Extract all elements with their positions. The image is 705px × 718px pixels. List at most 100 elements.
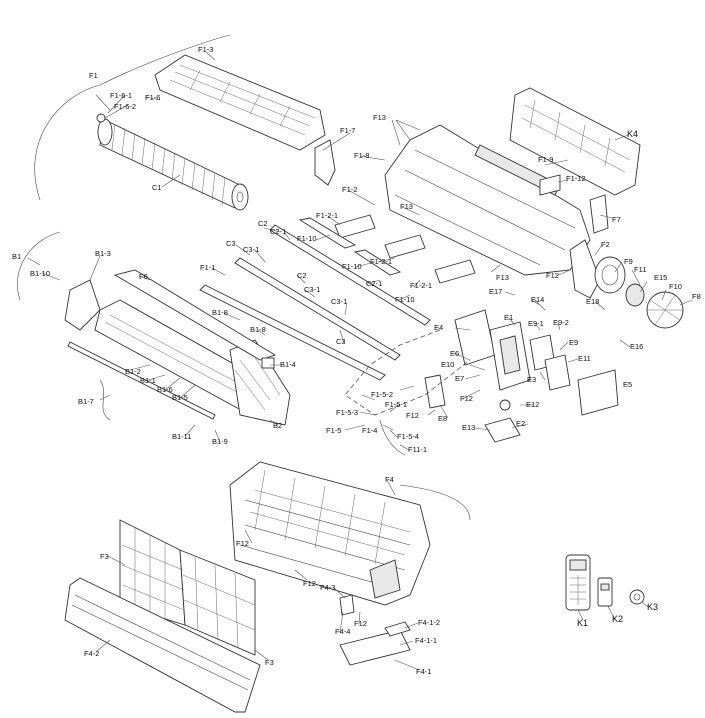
part-f1-1-rail bbox=[199, 284, 386, 381]
label-b1-1: B1-1 bbox=[140, 376, 156, 385]
label-b1-5: B1-5 bbox=[172, 393, 188, 402]
label-e2: E2 bbox=[516, 419, 525, 428]
label-f1-4: F1-4 bbox=[362, 426, 377, 435]
part-c3-rail bbox=[234, 257, 401, 361]
label-f1-5-4: F1-5-4 bbox=[397, 432, 419, 441]
label-f1-12: F1-12 bbox=[566, 174, 586, 183]
label-e11: E11 bbox=[578, 354, 591, 363]
label-f12a: F12 bbox=[546, 271, 559, 280]
label-c2-1b: C2-1 bbox=[366, 279, 382, 288]
label-f1-10c: F1-10 bbox=[395, 295, 415, 304]
label-c1: C1 bbox=[152, 183, 162, 192]
label-c3-1b: C3-1 bbox=[304, 285, 320, 294]
label-b1-6: B1-6 bbox=[157, 385, 173, 394]
label-f4-1: F4-1 bbox=[416, 667, 431, 676]
label-f1-6: F1-6 bbox=[145, 93, 160, 102]
label-f11: F11 bbox=[634, 265, 646, 274]
part-c2-rail bbox=[269, 224, 431, 326]
part-k3-battery bbox=[629, 589, 645, 605]
label-f8: F8 bbox=[692, 292, 701, 301]
wire-route-dashed bbox=[344, 329, 471, 416]
label-f1-5: F1-5 bbox=[326, 426, 341, 435]
label-c3-1a: C3-1 bbox=[243, 245, 259, 254]
label-f1-5-3: F1-5-3 bbox=[336, 408, 358, 417]
label-f12e: F12 bbox=[303, 579, 316, 588]
part-f4-front-panel bbox=[229, 461, 431, 606]
label-e13: E13 bbox=[462, 423, 475, 432]
label-f4-1-2: F4-1-2 bbox=[418, 618, 440, 627]
label-f3b: F3 bbox=[265, 658, 274, 667]
label-f1-9: F1-9 bbox=[538, 155, 553, 164]
label-f1-3: F1-3 bbox=[198, 45, 213, 54]
label-b1-3: B1-3 bbox=[95, 249, 111, 258]
label-e14: E14 bbox=[531, 295, 544, 304]
label-f4-4: F4-4 bbox=[335, 627, 350, 636]
label-f1-5-2: F1-5-2 bbox=[371, 390, 393, 399]
label-f1-10a: F1-10 bbox=[297, 234, 317, 243]
label-c2-x: C2 bbox=[297, 271, 307, 280]
label-e9: E9 bbox=[569, 338, 578, 347]
label-f1-1: F1-1 bbox=[200, 263, 215, 272]
label-e7: E7 bbox=[455, 374, 464, 383]
label-f1-2-1c: F1-2-1 bbox=[410, 281, 432, 290]
part-k2-holder bbox=[597, 577, 613, 607]
part-b1-7-wire bbox=[99, 379, 111, 421]
label-e1: E1 bbox=[504, 313, 513, 322]
group-boundary-f4 bbox=[399, 484, 471, 521]
label-b2: B2 bbox=[273, 421, 282, 430]
part-c1-fan bbox=[96, 113, 249, 211]
part-b1-4 bbox=[261, 357, 275, 369]
label-e18: E18 bbox=[586, 297, 599, 306]
part-f7 bbox=[589, 194, 609, 234]
label-e9-1: E9-1 bbox=[528, 319, 544, 328]
part-f2-motor-assembly bbox=[569, 239, 684, 329]
label-f1-6-2: F1-6-2 bbox=[114, 102, 136, 111]
label-f1-8: F1-8 bbox=[354, 151, 369, 160]
label-f1: F1 bbox=[89, 71, 98, 80]
label-b1-10: B1-10 bbox=[30, 269, 50, 278]
label-e17: E17 bbox=[489, 287, 502, 296]
label-f11-1: F11-1 bbox=[408, 445, 427, 454]
label-f12c: F12 bbox=[406, 411, 419, 420]
label-c2-1a: C2-1 bbox=[270, 227, 286, 236]
label-e15: E15 bbox=[654, 273, 667, 282]
part-f1-12 bbox=[539, 174, 561, 196]
leader-lines bbox=[27, 51, 693, 671]
label-f9: F9 bbox=[624, 257, 633, 266]
label-e3: E3 bbox=[527, 375, 536, 384]
label-k2: K2 bbox=[612, 614, 623, 624]
label-b1-11: B1-11 bbox=[172, 432, 191, 441]
label-f4-3: F4-3 bbox=[320, 583, 335, 592]
part-f1-2-clips bbox=[298, 214, 476, 284]
label-e12: E12 bbox=[526, 400, 539, 409]
part-f4-3 bbox=[339, 594, 355, 616]
label-f13-low: F13 bbox=[496, 273, 509, 282]
part-f4-1-board bbox=[339, 629, 411, 666]
label-b1-8b: B1-8 bbox=[250, 325, 266, 334]
label-f4-1-1: F4-1-1 bbox=[415, 636, 437, 645]
label-f1-5-1: F1-5-1 bbox=[385, 400, 407, 409]
label-f13-mid: F13 bbox=[400, 202, 413, 211]
label-e10: E10 bbox=[441, 360, 454, 369]
label-f10: F10 bbox=[669, 282, 682, 291]
label-k3: K3 bbox=[647, 602, 658, 612]
label-f3a: F3 bbox=[100, 552, 109, 561]
label-f1-2: F1-2 bbox=[342, 185, 357, 194]
part-b1-evaporator bbox=[64, 269, 291, 426]
label-e6: E6 bbox=[450, 349, 459, 358]
label-b1-9: B1-9 bbox=[212, 437, 228, 446]
part-k1-remote bbox=[565, 554, 591, 611]
label-f1-2-1a: F1-2-1 bbox=[316, 211, 338, 220]
label-k1: K1 bbox=[577, 618, 588, 628]
label-e5: E5 bbox=[623, 380, 632, 389]
label-c3-1c: C3-1 bbox=[331, 297, 347, 306]
label-f1-2-1b: F1-2-1 bbox=[370, 257, 392, 266]
part-e-control-box bbox=[424, 309, 619, 443]
label-f4-2: F4-2 bbox=[84, 649, 99, 658]
label-e4: E4 bbox=[434, 323, 443, 332]
label-b1-4: B1-4 bbox=[280, 360, 296, 369]
label-f7: F7 bbox=[612, 215, 621, 224]
label-f1-6-1: F1-6-1 bbox=[110, 91, 132, 100]
